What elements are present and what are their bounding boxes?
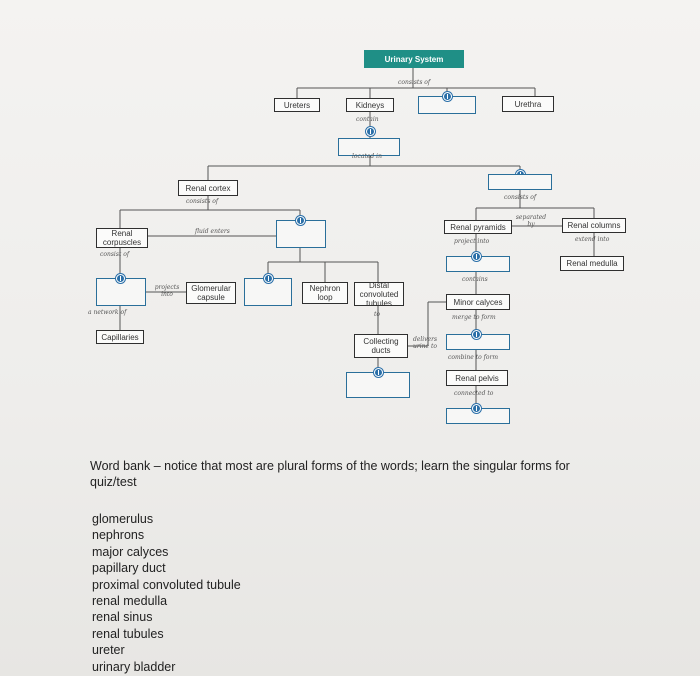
link-a-network-of: a network of bbox=[88, 309, 127, 316]
blank-right-region-box[interactable] bbox=[488, 174, 552, 190]
connector-lines bbox=[119, 68, 595, 408]
word-bank-item: ureter bbox=[92, 643, 125, 658]
word-bank-item: proximal convoluted tubule bbox=[92, 577, 241, 592]
word-bank-item: papillary duct bbox=[92, 561, 166, 576]
link-located-in: located in bbox=[352, 153, 382, 160]
link-combine-to-form: combine to form bbox=[448, 354, 499, 361]
link-consists-of-right: consists of bbox=[504, 194, 537, 201]
word-bank-heading: Word bank – notice that most are plural … bbox=[90, 459, 570, 489]
link-consists-of-cortex: consists of bbox=[186, 198, 219, 205]
word-bank-item: renal tubules bbox=[92, 626, 164, 641]
glomerular-capsule-box: Glomerular capsule bbox=[186, 282, 236, 304]
info-icon bbox=[264, 274, 273, 283]
renal-medulla-box: Renal medulla bbox=[560, 256, 624, 271]
urinary-system-title: Urinary System bbox=[364, 50, 464, 68]
info-icon bbox=[116, 274, 125, 283]
info-icon bbox=[366, 127, 375, 136]
link-contain: contain bbox=[356, 116, 379, 123]
word-bank-item: renal medulla bbox=[92, 594, 168, 609]
renal-pelvis-box: Renal pelvis bbox=[446, 370, 508, 386]
info-icon bbox=[472, 330, 481, 339]
info-icon bbox=[296, 216, 305, 225]
info-icon bbox=[472, 252, 481, 261]
renal-corpuscles-box: Renal corpuscles bbox=[96, 228, 148, 248]
word-bank-item: urinary bladder bbox=[92, 659, 176, 674]
kidneys-box: Kidneys bbox=[346, 98, 394, 112]
nephron-loop-box: Nephron loop bbox=[302, 282, 348, 304]
distal-convoluted-tubules-box: Distal convoluted tubules bbox=[354, 281, 404, 308]
ureters-box: Ureters bbox=[274, 98, 320, 112]
link-consists-of-top: consists of bbox=[398, 79, 431, 86]
link-consist-of: consist of bbox=[100, 251, 130, 258]
link-separated-by: separated by bbox=[515, 214, 547, 228]
link-delivers-urine-to: delivers urine to bbox=[413, 336, 438, 350]
word-bank-item: major calyces bbox=[92, 544, 169, 559]
link-contains: contains bbox=[462, 276, 488, 283]
link-fluid-enters: fluid enters bbox=[195, 228, 230, 235]
renal-columns-box: Renal columns bbox=[562, 218, 626, 233]
link-extend-into: extend into bbox=[575, 236, 610, 243]
link-to: to bbox=[374, 311, 381, 318]
blank-kidney-box[interactable] bbox=[338, 138, 400, 156]
link-connected-to: connected to bbox=[454, 390, 494, 397]
word-bank-item: nephrons bbox=[92, 528, 145, 543]
word-bank-item: renal sinus bbox=[92, 610, 153, 625]
word-bank-list: glomerulus nephrons major calyces papill… bbox=[92, 511, 241, 675]
renal-cortex-box: Renal cortex bbox=[178, 180, 238, 196]
info-icon bbox=[374, 368, 383, 377]
minor-calyces-box: Minor calyces bbox=[446, 294, 510, 310]
info-icon bbox=[443, 92, 452, 101]
collecting-ducts-box: Collecting ducts bbox=[354, 334, 408, 358]
link-merge-to-form: merge to form bbox=[452, 314, 496, 321]
capillaries-box: Capillaries bbox=[96, 330, 144, 344]
word-bank-item: glomerulus bbox=[92, 512, 154, 526]
renal-pyramids-box: Renal pyramids bbox=[444, 220, 512, 234]
urethra-box: Urethra bbox=[502, 96, 554, 112]
link-project-into: project into bbox=[454, 238, 490, 245]
link-projects-into: projects into bbox=[154, 284, 180, 298]
info-icon bbox=[472, 404, 481, 413]
